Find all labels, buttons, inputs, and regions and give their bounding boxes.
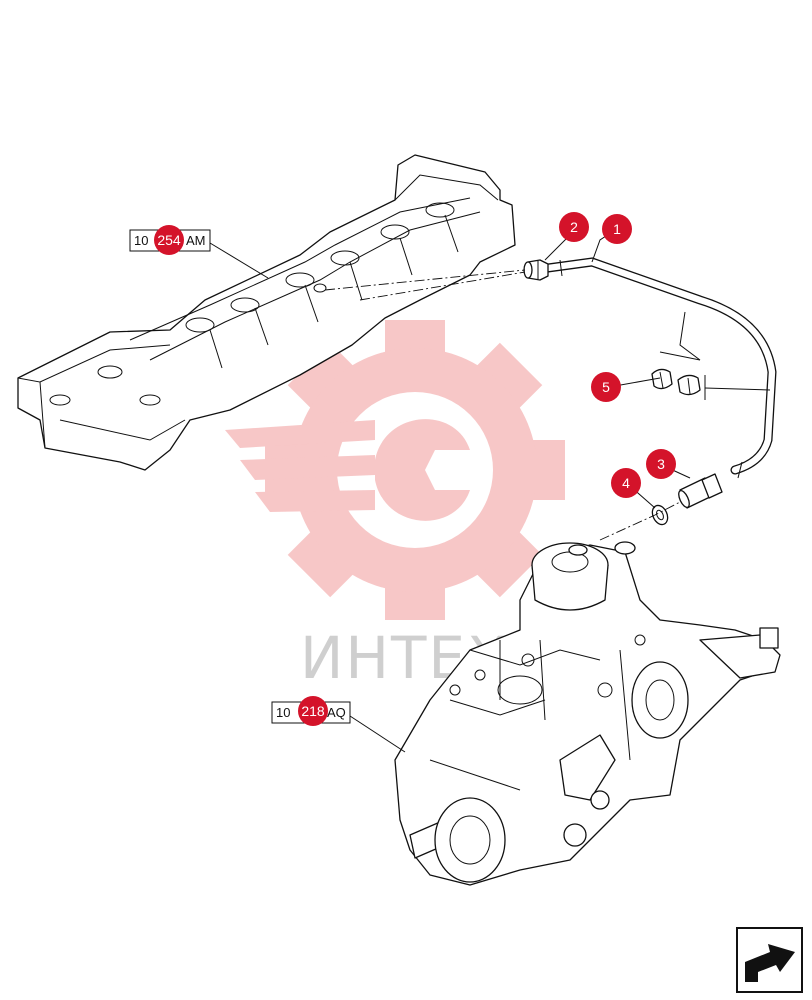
- fitting-part-2: [523, 259, 549, 281]
- callout-1[interactable]: 1: [602, 214, 632, 244]
- reference-prefix: 10: [276, 705, 290, 720]
- svg-text:1: 1: [613, 221, 621, 237]
- svg-text:2: 2: [570, 219, 578, 235]
- injection-pump: [394, 541, 781, 886]
- reference-suffix: AQ: [327, 705, 346, 720]
- reference-label-cylinder-head[interactable]: 10 AM 254: [129, 225, 211, 255]
- sealing-washer-part-4: [651, 504, 669, 526]
- reference-label-injection-pump[interactable]: 10 AQ 218: [271, 696, 351, 726]
- svg-text:3: 3: [657, 456, 665, 472]
- svg-text:4: 4: [622, 475, 630, 491]
- reference-suffix: AM: [186, 233, 206, 248]
- cylinder-head-cover: [17, 154, 516, 471]
- callout-2[interactable]: 2: [559, 212, 589, 242]
- callout-5[interactable]: 5: [591, 372, 621, 402]
- callout-3[interactable]: 3: [646, 449, 676, 479]
- svg-text:5: 5: [602, 379, 610, 395]
- watermark-logo: [225, 320, 565, 620]
- callout-4[interactable]: 4: [611, 468, 641, 498]
- assembly-lines: [324, 269, 681, 541]
- reference-badge: 254: [157, 232, 181, 248]
- reference-prefix: 10: [134, 233, 148, 248]
- next-page-arrow-icon[interactable]: [736, 927, 803, 993]
- hose-clips-part-5: [651, 368, 701, 396]
- leak-off-pipe: [543, 257, 777, 479]
- reference-badge: 218: [301, 703, 325, 719]
- adapter-fitting-part-3: [678, 473, 723, 509]
